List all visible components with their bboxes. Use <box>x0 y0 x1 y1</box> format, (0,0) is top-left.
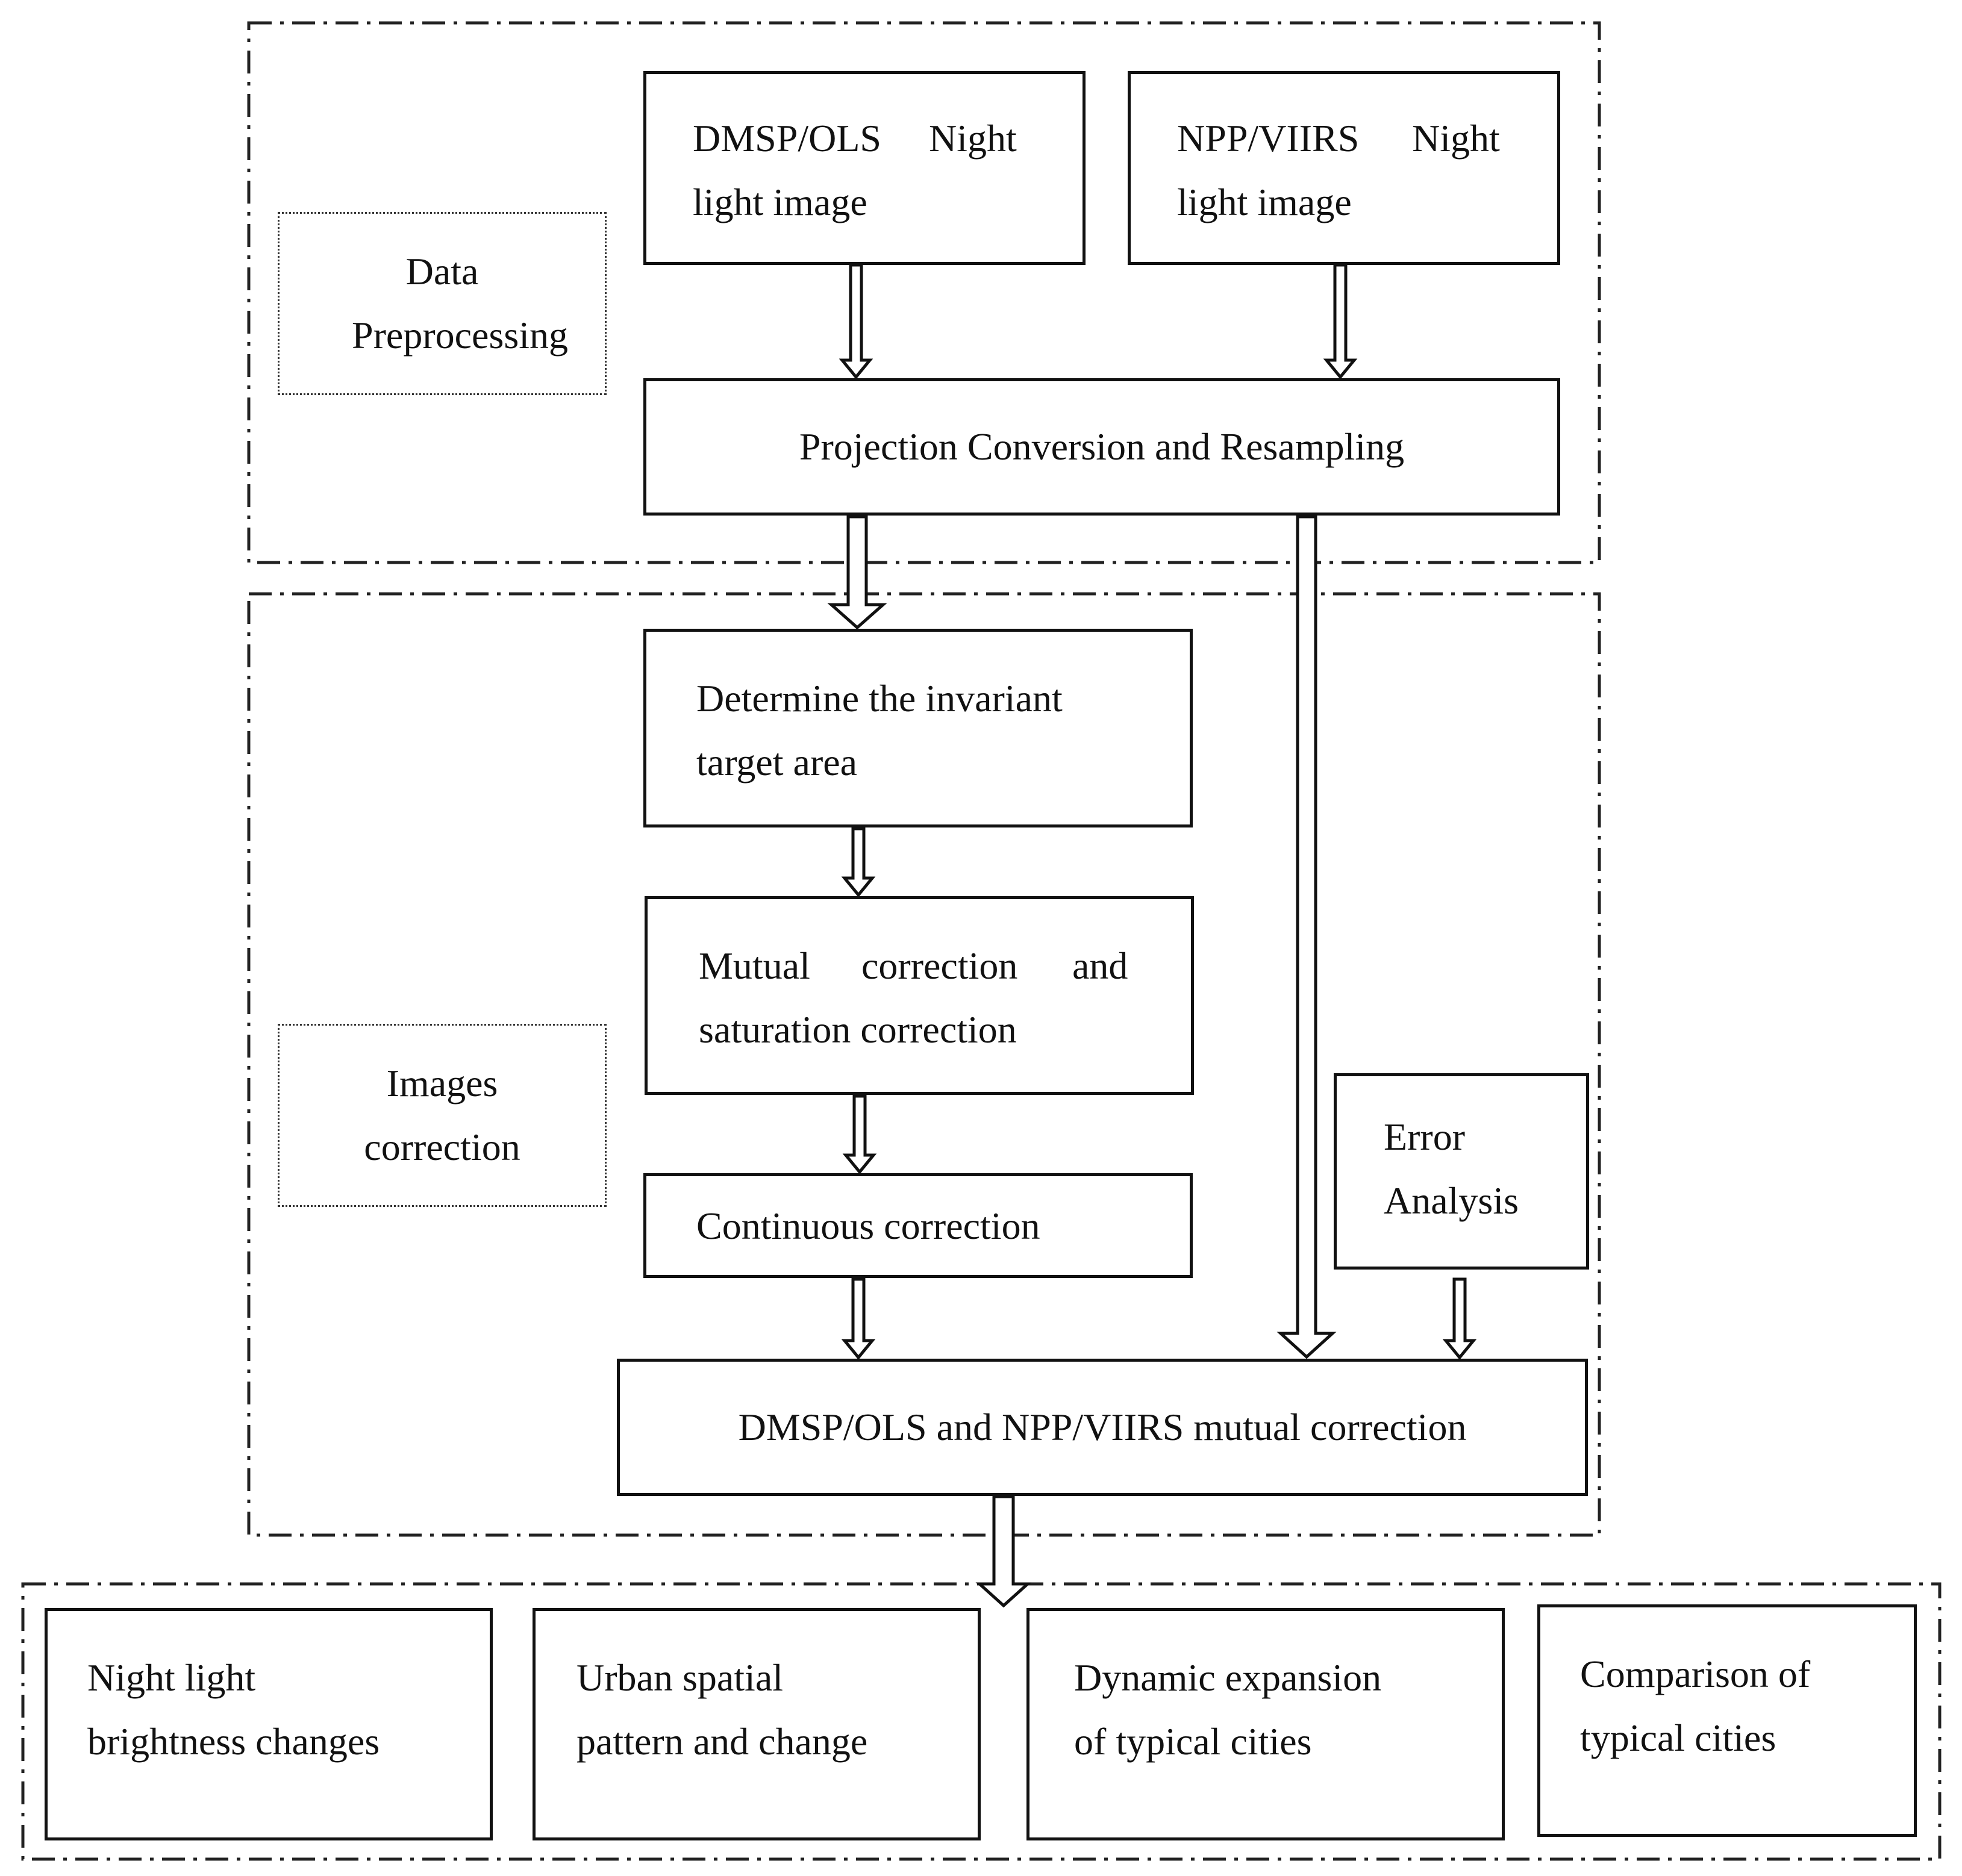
application-box-urban-spatial: Urban spatial pattern and change <box>533 1608 981 1840</box>
data-preprocessing-label: Data Preprocessing <box>278 212 607 395</box>
continuous-correction-box: Continuous correction <box>643 1173 1193 1278</box>
mutual-word3: and <box>1072 944 1128 987</box>
mutual-saturation-box: Mutual correction and saturation correct… <box>645 896 1194 1095</box>
mutual-line2: saturation correction <box>699 1008 1017 1051</box>
invariant-target-line1: Determine the invariant <box>696 677 1063 720</box>
final-mutual-correction-box: DMSP/OLS and NPP/VIIRS mutual correction <box>617 1359 1588 1496</box>
application-urban-spatial-line1: Urban spatial <box>576 1656 783 1699</box>
projection-box: Projection Conversion and Resampling <box>643 378 1560 516</box>
arrow-error-to-final <box>1442 1277 1477 1360</box>
error-analysis-box: Error Analysis <box>1334 1073 1589 1270</box>
images-correction-label-line2: correction <box>364 1126 520 1168</box>
arrow-npp-to-projection <box>1323 263 1358 379</box>
mutual-word2: correction <box>861 944 1018 987</box>
arrow-projection-to-invariant <box>827 515 887 630</box>
invariant-target-line2: target area <box>696 741 858 784</box>
preprocessing-section-frame <box>247 21 1601 564</box>
mutual-word1: Mutual <box>699 944 810 987</box>
application-dynamic-expansion-line1: Dynamic expansion <box>1074 1656 1382 1699</box>
application-night-light-line2: brightness changes <box>87 1720 380 1763</box>
dmsp-ols-box: DMSP/OLS Night light image <box>643 71 1086 265</box>
application-box-dynamic-expansion: Dynamic expansion of typical cities <box>1026 1608 1505 1840</box>
images-correction-label-line1: Images <box>386 1062 498 1105</box>
error-analysis-line1: Error <box>1384 1115 1466 1158</box>
application-night-light-line1: Night light <box>87 1656 256 1699</box>
invariant-target-box: Determine the invariant target area <box>643 629 1193 827</box>
npp-viirs-box: NPP/VIIRS Night light image <box>1128 71 1560 265</box>
arrow-final-to-applications <box>975 1495 1032 1608</box>
dmsp-ols-line2: light image <box>693 181 867 223</box>
application-urban-spatial-line2: pattern and change <box>576 1720 868 1763</box>
npp-viirs-title: NPP/VIIRS <box>1177 117 1360 160</box>
dmsp-ols-title: DMSP/OLS <box>693 117 881 160</box>
npp-viirs-line2: light image <box>1177 181 1352 223</box>
application-box-night-light: Night light brightness changes <box>45 1608 493 1840</box>
correction-section-frame <box>247 592 1601 1537</box>
continuous-correction-text: Continuous correction <box>696 1204 1040 1247</box>
npp-viirs-night: Night <box>1412 117 1500 160</box>
application-box-comparison: Comparison of typical cities <box>1537 1604 1917 1837</box>
error-analysis-line2: Analysis <box>1384 1179 1519 1222</box>
arrow-projection-to-final <box>1276 515 1337 1359</box>
dmsp-ols-night: Night <box>929 117 1017 160</box>
arrow-mutual-to-continuous <box>842 1094 877 1174</box>
arrow-invariant-to-mutual <box>841 827 876 897</box>
arrow-continuous-to-final <box>841 1277 876 1360</box>
final-mutual-correction-text: DMSP/OLS and NPP/VIIRS mutual correction <box>738 1406 1467 1448</box>
application-comparison-line1: Comparison of <box>1580 1653 1811 1695</box>
application-dynamic-expansion-line2: of typical cities <box>1074 1720 1312 1763</box>
images-correction-label: Images correction <box>278 1024 607 1207</box>
projection-text: Projection Conversion and Resampling <box>799 425 1405 468</box>
arrow-dmsp-to-projection <box>839 263 873 379</box>
application-comparison-line2: typical cities <box>1580 1716 1776 1759</box>
data-preprocessing-label-text: Data Preprocessing <box>352 250 569 357</box>
